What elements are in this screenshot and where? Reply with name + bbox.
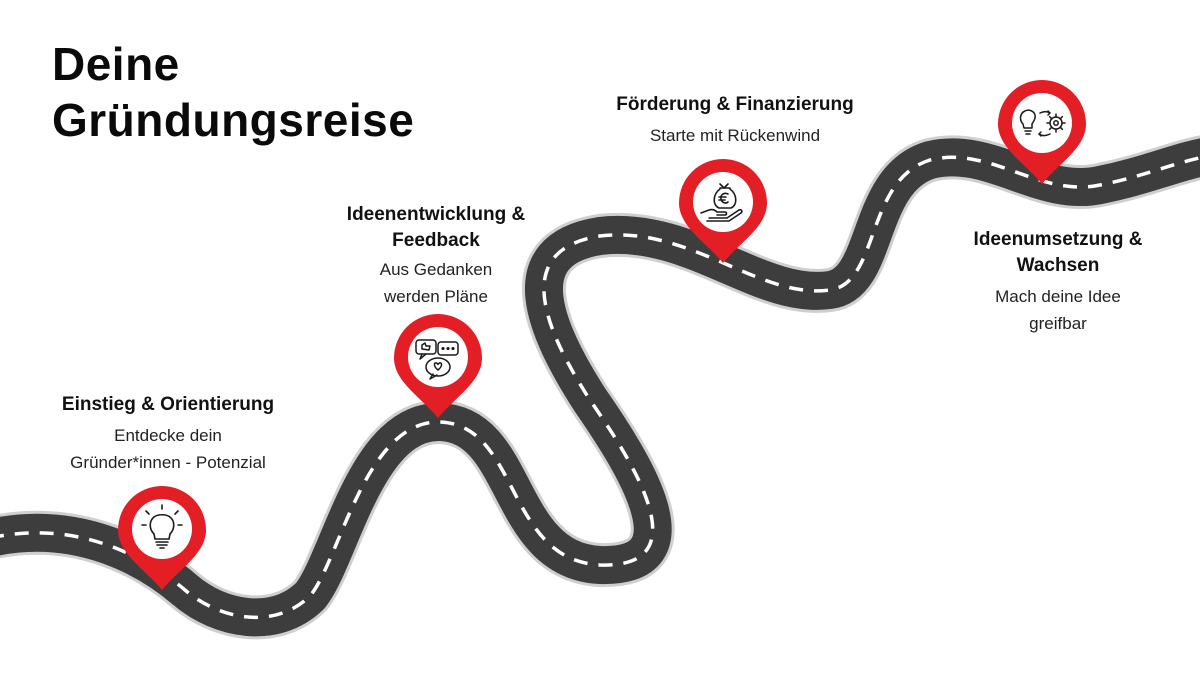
lightbulb-gear-icon <box>1019 109 1066 137</box>
stage-4-description: Mach deine Idee greifbar <box>974 283 1143 337</box>
stage-1-description: Entdecke dein Gründer*innen - Potenzial <box>62 422 274 476</box>
stage-4-desc-line-1: Mach deine Idee <box>995 287 1121 306</box>
stage-3-description: Starte mit Rückenwind <box>616 122 854 149</box>
speech-bubbles-icon <box>415 339 459 380</box>
money-bag-euro-icon <box>700 183 743 222</box>
stage-3-title-line-1: Förderung & Finanzierung <box>616 94 854 115</box>
lightbulb-icon <box>141 504 183 549</box>
stage-1-desc-line-2: Gründer*innen - Potenzial <box>70 453 266 472</box>
page-title-line-2: Gründungsreise <box>52 94 415 146</box>
stage-4-title-line-1: Ideenumsetzung & <box>973 229 1143 250</box>
stage-2-desc-line-1: Aus Gedanken <box>379 260 493 279</box>
stage-4-title: Ideenumsetzung & Wachsen <box>974 227 1143 279</box>
stage-4-title-line-2: Wachsen <box>1016 255 1100 276</box>
stage-3-pin <box>679 159 767 263</box>
stage-2: Ideenentwicklung & Feedback Aus Gedanken… <box>347 202 525 310</box>
stage-1-pin <box>118 486 206 590</box>
stage-2-description: Aus Gedanken werden Pläne <box>347 256 525 310</box>
stage-2-pin <box>394 314 482 418</box>
page-title: Deine Gründungsreise <box>52 36 414 148</box>
road-lane-markings <box>0 155 1200 620</box>
stage-1-desc-line-1: Entdecke dein <box>114 426 222 445</box>
stage-1-title: Einstieg & Orientierung <box>62 392 274 418</box>
stage-3-desc-line-1: Starte mit Rückenwind <box>649 126 821 145</box>
stage-2-title-line-2: Feedback <box>392 230 480 251</box>
stage-4: Ideenumsetzung & Wachsen Mach deine Idee… <box>974 227 1143 337</box>
stage-4-pin <box>998 80 1086 184</box>
page-title-line-1: Deine <box>52 38 180 90</box>
stage-1-title-line-1: Einstieg & Orientierung <box>61 394 275 415</box>
stage-2-title: Ideenentwicklung & Feedback <box>347 202 525 254</box>
stage-1: Einstieg & Orientierung Entdecke dein Gr… <box>62 392 274 476</box>
stage-3: Förderung & Finanzierung Starte mit Rück… <box>616 92 854 149</box>
stage-4-desc-line-2: greifbar <box>1029 314 1087 333</box>
stage-3-title: Förderung & Finanzierung <box>616 92 854 118</box>
stage-2-desc-line-2: werden Pläne <box>384 287 488 306</box>
stage-2-title-line-1: Ideenentwicklung & <box>346 204 526 225</box>
